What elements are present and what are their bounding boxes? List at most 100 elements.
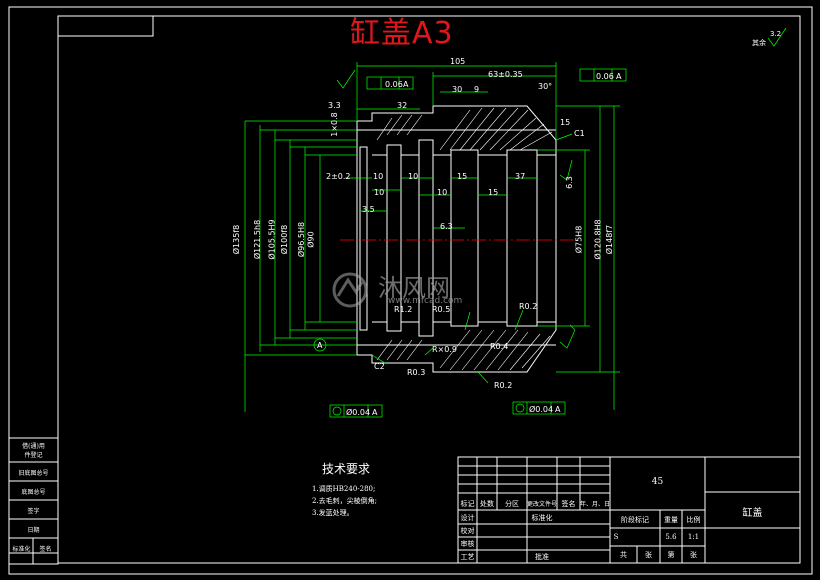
radius-r04: R0.4 — [490, 342, 509, 351]
tech-requirements-heading: 技术要求 — [322, 462, 371, 476]
dim-left-len: 1×0.8 — [329, 112, 339, 137]
row-process: 工艺 — [460, 553, 475, 561]
strip-label-1: 借(通)用 — [22, 443, 45, 450]
rev-col-5: 签名 — [561, 500, 576, 508]
datum-label: A — [317, 341, 323, 350]
title-block-lines — [457, 456, 801, 564]
tol-parallel-value: 0.06 — [596, 72, 614, 81]
scale-label: 比例 — [686, 516, 701, 524]
tolerance-frames — [313, 68, 627, 418]
runout-b-value: Ø0.04 — [529, 405, 554, 414]
sheet-no-unit: 张 — [690, 551, 697, 559]
scale-value: 1:1 — [687, 533, 700, 541]
row-design: 设计 — [460, 514, 475, 522]
roughness-value: 3.2 — [770, 30, 782, 38]
rev-col-4: 更改文件号 — [527, 501, 558, 508]
dim-9: 9 — [474, 85, 480, 94]
sheet-total-unit: 张 — [645, 551, 652, 559]
stage-label: 阶段标记 — [621, 516, 649, 524]
dia-right-3: Ø148f7 — [605, 224, 615, 255]
radius-r02-a: R0.2 — [519, 302, 538, 311]
strip-label-8: 签名 — [39, 546, 52, 553]
tol-flat-value: 0.06 — [385, 80, 403, 89]
sheet-no-label: 第 — [667, 551, 675, 559]
left-strip-table — [8, 437, 59, 565]
weight-value: 5.6 — [665, 533, 677, 541]
watermark-logo — [332, 272, 368, 308]
roughness-note: 其余 — [752, 39, 766, 47]
dim-3-5: 3.5 — [362, 205, 375, 214]
runout-b-datum: A — [555, 405, 561, 414]
tol-parallel-datum: A — [616, 72, 622, 81]
inner-border — [57, 15, 801, 564]
radius-r09: R×0.9 — [432, 345, 457, 354]
radius-r02-b: R0.2 — [494, 381, 513, 390]
dim-15c: 15 — [488, 188, 499, 197]
dia-left-2: Ø121.5h8 — [253, 219, 263, 260]
dim-overall-length: 105 — [450, 57, 466, 66]
dim-10b: 10 — [374, 188, 385, 197]
tol-flat-datum: A — [403, 80, 409, 89]
radius-r03: R0.3 — [407, 368, 426, 377]
dim-15: 15 — [560, 118, 571, 127]
sheet-total-label: 共 — [620, 551, 627, 559]
watermark-url: www.mfcad.com — [388, 296, 463, 306]
dim-right-63: 6.3 — [564, 176, 574, 189]
strip-label-2: 件登记 — [24, 452, 43, 459]
hatch-top — [376, 107, 553, 151]
tech-item-3: 3.发蓝处理。 — [312, 509, 354, 517]
strip-label-6: 日期 — [27, 527, 40, 534]
chamfer-c2: C2 — [374, 362, 385, 371]
runout-a-value: Ø0.04 — [346, 408, 371, 417]
stage-s: S — [613, 533, 619, 541]
rev-col-6: 年、月、日 — [580, 501, 611, 508]
dia-right-2: Ø120.8H8 — [593, 219, 603, 260]
dim-63: 63±0.35 — [488, 70, 523, 79]
dim-angle: 30° — [538, 82, 553, 91]
row-review: 审核 — [460, 540, 475, 548]
strip-label-4: 底图总号 — [21, 489, 46, 496]
outer-border — [8, 6, 813, 575]
dim-10c: 10 — [408, 172, 419, 181]
dia-left-6: Ø90 — [306, 231, 316, 248]
chamfer-c1: C1 — [574, 129, 585, 138]
material-value: 45 — [651, 477, 664, 487]
watermark-text: 沐风网 — [378, 274, 450, 302]
dim-10a: 10 — [373, 172, 384, 181]
part-outline — [356, 105, 557, 373]
row-standard: 标准化 — [531, 514, 553, 522]
dia-left-1: Ø135f8 — [232, 224, 242, 255]
weight-label: 重量 — [664, 516, 678, 524]
dim-3: 3.3 — [328, 101, 341, 110]
runout-a-datum: A — [372, 408, 378, 417]
tech-item-2: 2.去毛刺，尖棱倒角; — [312, 497, 378, 505]
dim-10d: 10 — [437, 188, 448, 197]
dimension-lines — [244, 62, 620, 412]
radius-r05: R0.5 — [432, 305, 451, 314]
radius-r12: R1.2 — [394, 305, 413, 314]
code-box — [57, 15, 154, 37]
rev-col-1: 标记 — [460, 500, 475, 508]
dim-37: 37 — [515, 172, 526, 181]
dim-32: 32 — [397, 101, 408, 110]
rev-col-2: 处数 — [480, 500, 494, 508]
dim-15b: 15 — [457, 172, 468, 181]
row-check: 校对 — [460, 527, 475, 535]
strip-label-5: 签字 — [27, 508, 40, 515]
dim-6-3: 6.3 — [440, 222, 453, 231]
strip-label-7: 标准化 — [12, 546, 31, 553]
roughness-symbols — [336, 27, 787, 349]
dia-right-1: Ø75H8 — [574, 225, 584, 254]
dim-30: 30 — [452, 85, 463, 94]
dia-left-3: Ø105.5H9 — [267, 219, 277, 260]
dim-2: 2±0.2 — [326, 172, 351, 181]
hatch-bottom — [376, 329, 551, 371]
strip-label-3: 旧底图总号 — [18, 470, 49, 477]
rev-col-3: 分区 — [505, 500, 519, 508]
tech-item-1: 1.调质HB240-280; — [312, 485, 376, 493]
row-approve: 批准 — [535, 553, 549, 561]
part-name: 缸盖 — [742, 508, 763, 519]
drawing-title: 缸盖A3 — [350, 16, 454, 51]
dia-left-4: Ø100f8 — [280, 224, 290, 255]
